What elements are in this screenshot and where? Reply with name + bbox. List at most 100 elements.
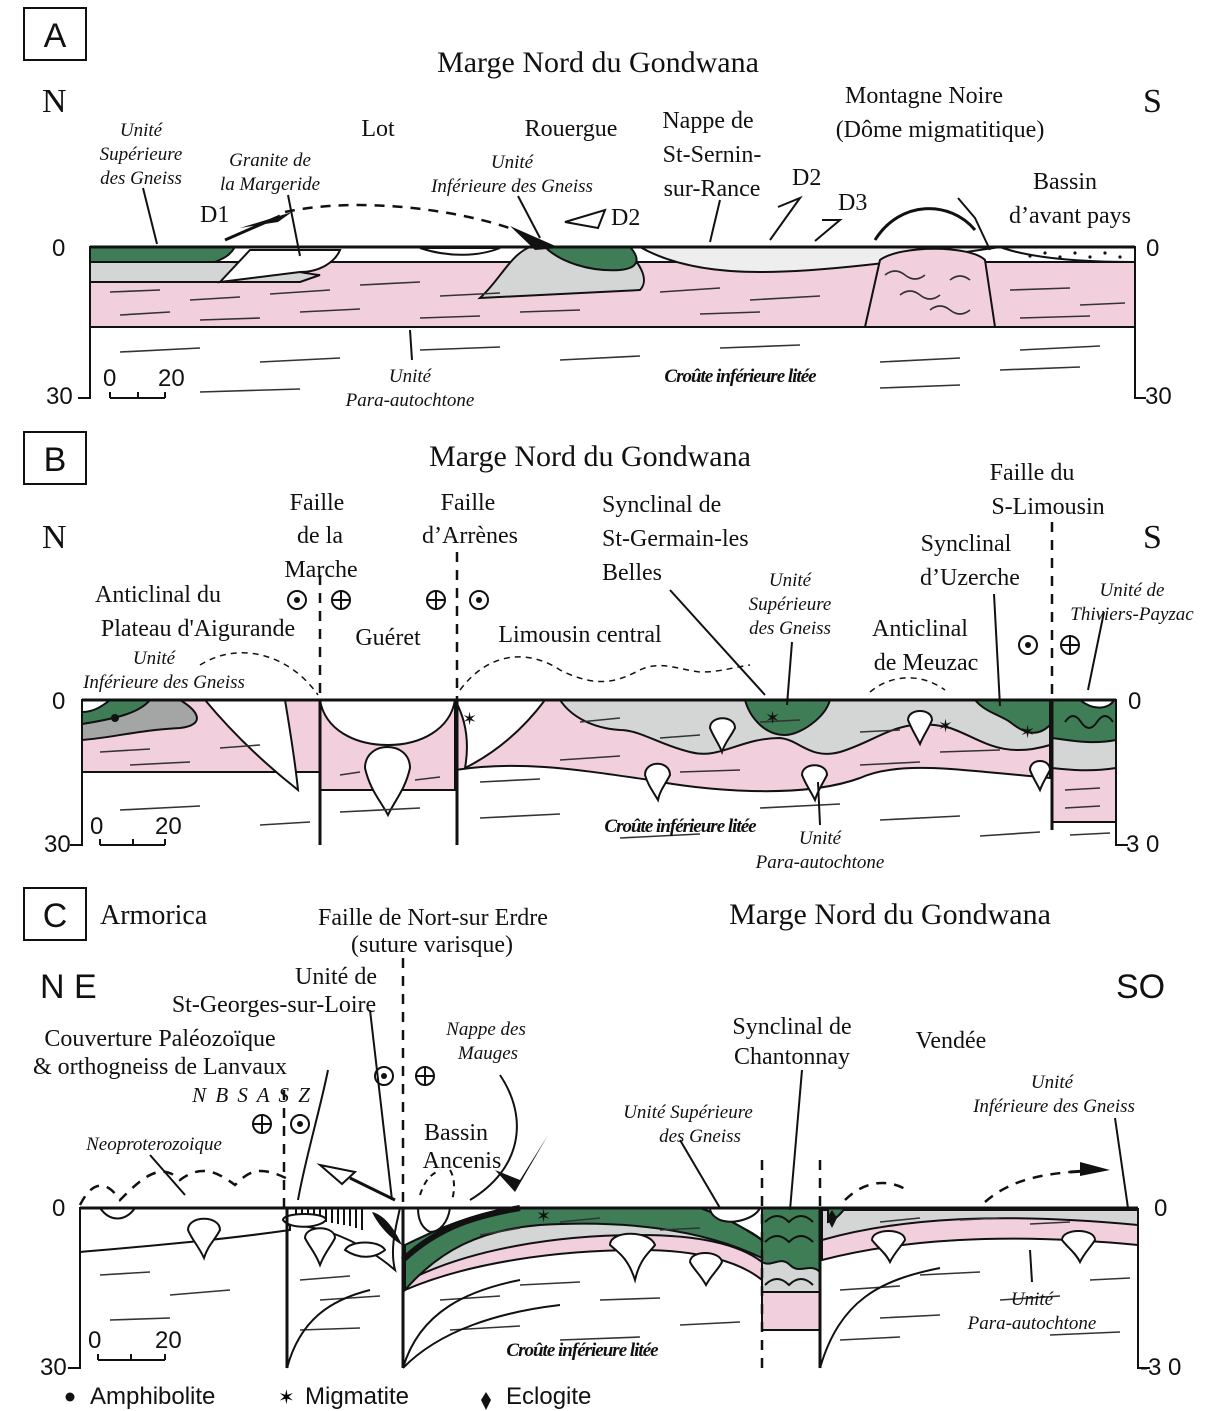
label-para-c-2: Para-autochtone — [967, 1313, 1097, 1334]
leader-synclinal-uz — [994, 594, 1000, 706]
granite-pluton-b2 — [365, 747, 410, 815]
eroded-anticline-meuzac — [870, 678, 945, 692]
label-unite-sup-2: Supérieure — [100, 144, 183, 165]
label-d3: D3 — [838, 190, 867, 216]
label-para-b-1: Unité — [799, 828, 843, 849]
left-axis-c — [68, 1208, 80, 1368]
label-unite-sup-c-1: Unité Supérieure — [623, 1102, 753, 1123]
label-croute-b: Croûte inférieure litée — [604, 816, 757, 837]
depth-top-left-a: 0 — [52, 235, 65, 262]
label-thiviers-1: Unité de — [1100, 580, 1165, 601]
label-unite-sup-b-2: Supérieure — [749, 594, 832, 615]
label-granite-1: Granite de — [229, 150, 311, 171]
label-d2-a: D2 — [611, 205, 640, 231]
scale-20-b: 20 — [155, 813, 182, 840]
depth-bottom-right-b: 3 0 — [1126, 831, 1159, 858]
label-couverture-1: Couverture Paléozoïque — [44, 1026, 275, 1052]
label-d1: D1 — [200, 202, 229, 228]
panel-c: C Armorica Marge Nord du Gondwana N E SO — [24, 888, 1181, 1381]
label-anticlinal-m-1: Anticlinal — [872, 616, 968, 642]
lower-crust-lines-a — [120, 345, 1100, 392]
label-para-c-1: Unité — [1011, 1289, 1055, 1310]
label-nappe-mauges-2: Mauges — [457, 1043, 518, 1064]
panel-c-south: SO — [1116, 968, 1165, 1006]
label-faille-marche-3: Marche — [284, 557, 357, 583]
panel-b-south: S — [1143, 519, 1162, 556]
label-anticlinal-pa-2: Plateau d'Aigurande — [101, 616, 295, 642]
panel-a: A Marge Nord du Gondwana N S — [24, 8, 1172, 411]
label-para-1: Unité — [389, 366, 433, 387]
label-synclinal-sg-2: St-Germain-les — [602, 526, 749, 552]
leader-unite-sup-b — [787, 642, 792, 705]
label-synclinal-ch-1: Synclinal de — [732, 1014, 851, 1040]
label-synclinal-sg-3: Belles — [602, 560, 662, 586]
thrust-symbol-c2 — [320, 1165, 355, 1184]
svg-text:✶: ✶ — [765, 708, 780, 728]
label-gueret: Guéret — [355, 625, 421, 651]
scale-bar-c: 0 20 — [88, 1327, 182, 1360]
panel-c-letter: C — [43, 897, 68, 935]
leader-para-c — [1030, 1250, 1032, 1282]
label-unite-inf-b-1: Unité — [133, 648, 177, 669]
label-unite-sup-b-1: Unité — [769, 570, 813, 591]
label-montagne-2: (Dôme migmatitique) — [836, 117, 1045, 143]
granite-lens-c3 — [710, 1208, 760, 1222]
svg-text:✶: ✶ — [1020, 722, 1035, 742]
panel-b-north: N — [42, 519, 67, 556]
right-axis-c — [1138, 1208, 1150, 1368]
label-neoproterozoique: Neoproterozoique — [85, 1134, 222, 1155]
scale-20-c: 20 — [155, 1327, 182, 1354]
granite-c1 — [188, 1219, 220, 1258]
depth-top-left-b: 0 — [52, 688, 65, 715]
scale-0-b: 0 — [90, 813, 103, 840]
panel-c-title: Marge Nord du Gondwana — [729, 898, 1051, 931]
label-nbsasz: N B S A S Z — [191, 1083, 312, 1107]
label-unite-sg-2: St-Georges-sur-Loire — [172, 992, 376, 1018]
svg-text:✶: ✶ — [938, 716, 953, 736]
panel-b-title: Marge Nord du Gondwana — [429, 440, 751, 473]
label-thiviers-2: Thiviers-Payzac — [1070, 604, 1194, 625]
thrust-line-c2 — [350, 1178, 395, 1200]
label-bassin-2: d’avant pays — [1009, 203, 1131, 229]
svg-text:✶: ✶ — [462, 709, 477, 729]
depth-bottom-left-b: 30 — [44, 831, 71, 858]
legend-amphibolite: Amphibolite — [90, 1383, 215, 1410]
label-anticlinal-pa-1: Anticlinal du — [95, 582, 221, 608]
d2-normal-symbol — [770, 198, 800, 240]
scale-0-c: 0 — [88, 1327, 101, 1354]
right-axis-a — [1135, 247, 1146, 398]
label-montagne-1: Montagne Noire — [845, 83, 1003, 109]
scale-20-a: 20 — [158, 365, 185, 392]
label-faille-arrenes-2: d’Arrènes — [422, 523, 518, 549]
bassin-outline-dash — [420, 1170, 454, 1200]
label-granite-2: la Margeride — [220, 174, 320, 195]
scale-bar-a: 0 20 — [103, 365, 185, 398]
label-para-2: Para-autochtone — [345, 390, 475, 411]
leader-neoproto — [150, 1155, 185, 1195]
leader-chantonnay — [790, 1070, 802, 1210]
legend-eclogite: Eclogite — [506, 1383, 591, 1410]
label-bassin-1: Bassin — [1033, 169, 1097, 195]
panel-a-title: Marge Nord du Gondwana — [437, 46, 759, 79]
granite-c3b — [690, 1253, 722, 1285]
label-synclinal-ch-2: Chantonnay — [734, 1044, 850, 1070]
label-croute-a: Croûte inférieure litée — [664, 366, 817, 387]
leader-nappe-a — [710, 200, 720, 242]
panel-a-letter: A — [44, 17, 67, 55]
lot-lens — [420, 248, 500, 255]
neoproterozoic-unit — [80, 1208, 290, 1252]
orthogneiss-lens — [283, 1214, 326, 1227]
label-nappe-3: sur-Rance — [664, 176, 761, 202]
granite-c5a — [872, 1231, 905, 1262]
panel-a-south: S — [1143, 83, 1162, 120]
granite-c2a — [305, 1228, 335, 1265]
label-faille-marche-1: Faille — [290, 490, 345, 516]
montagne-noire-dome — [865, 249, 995, 327]
bassin-avant-pays — [1000, 247, 1135, 262]
big-normal-arrow — [495, 1135, 548, 1192]
depth-bottom-left-a: 30 — [46, 383, 73, 410]
label-croute-c: Croûte inférieure litée — [506, 1340, 659, 1361]
label-nappe-1: Nappe de — [662, 108, 753, 134]
label-rouergue: Rouergue — [525, 116, 618, 142]
migmatite-icon: ✶ — [278, 1387, 295, 1409]
